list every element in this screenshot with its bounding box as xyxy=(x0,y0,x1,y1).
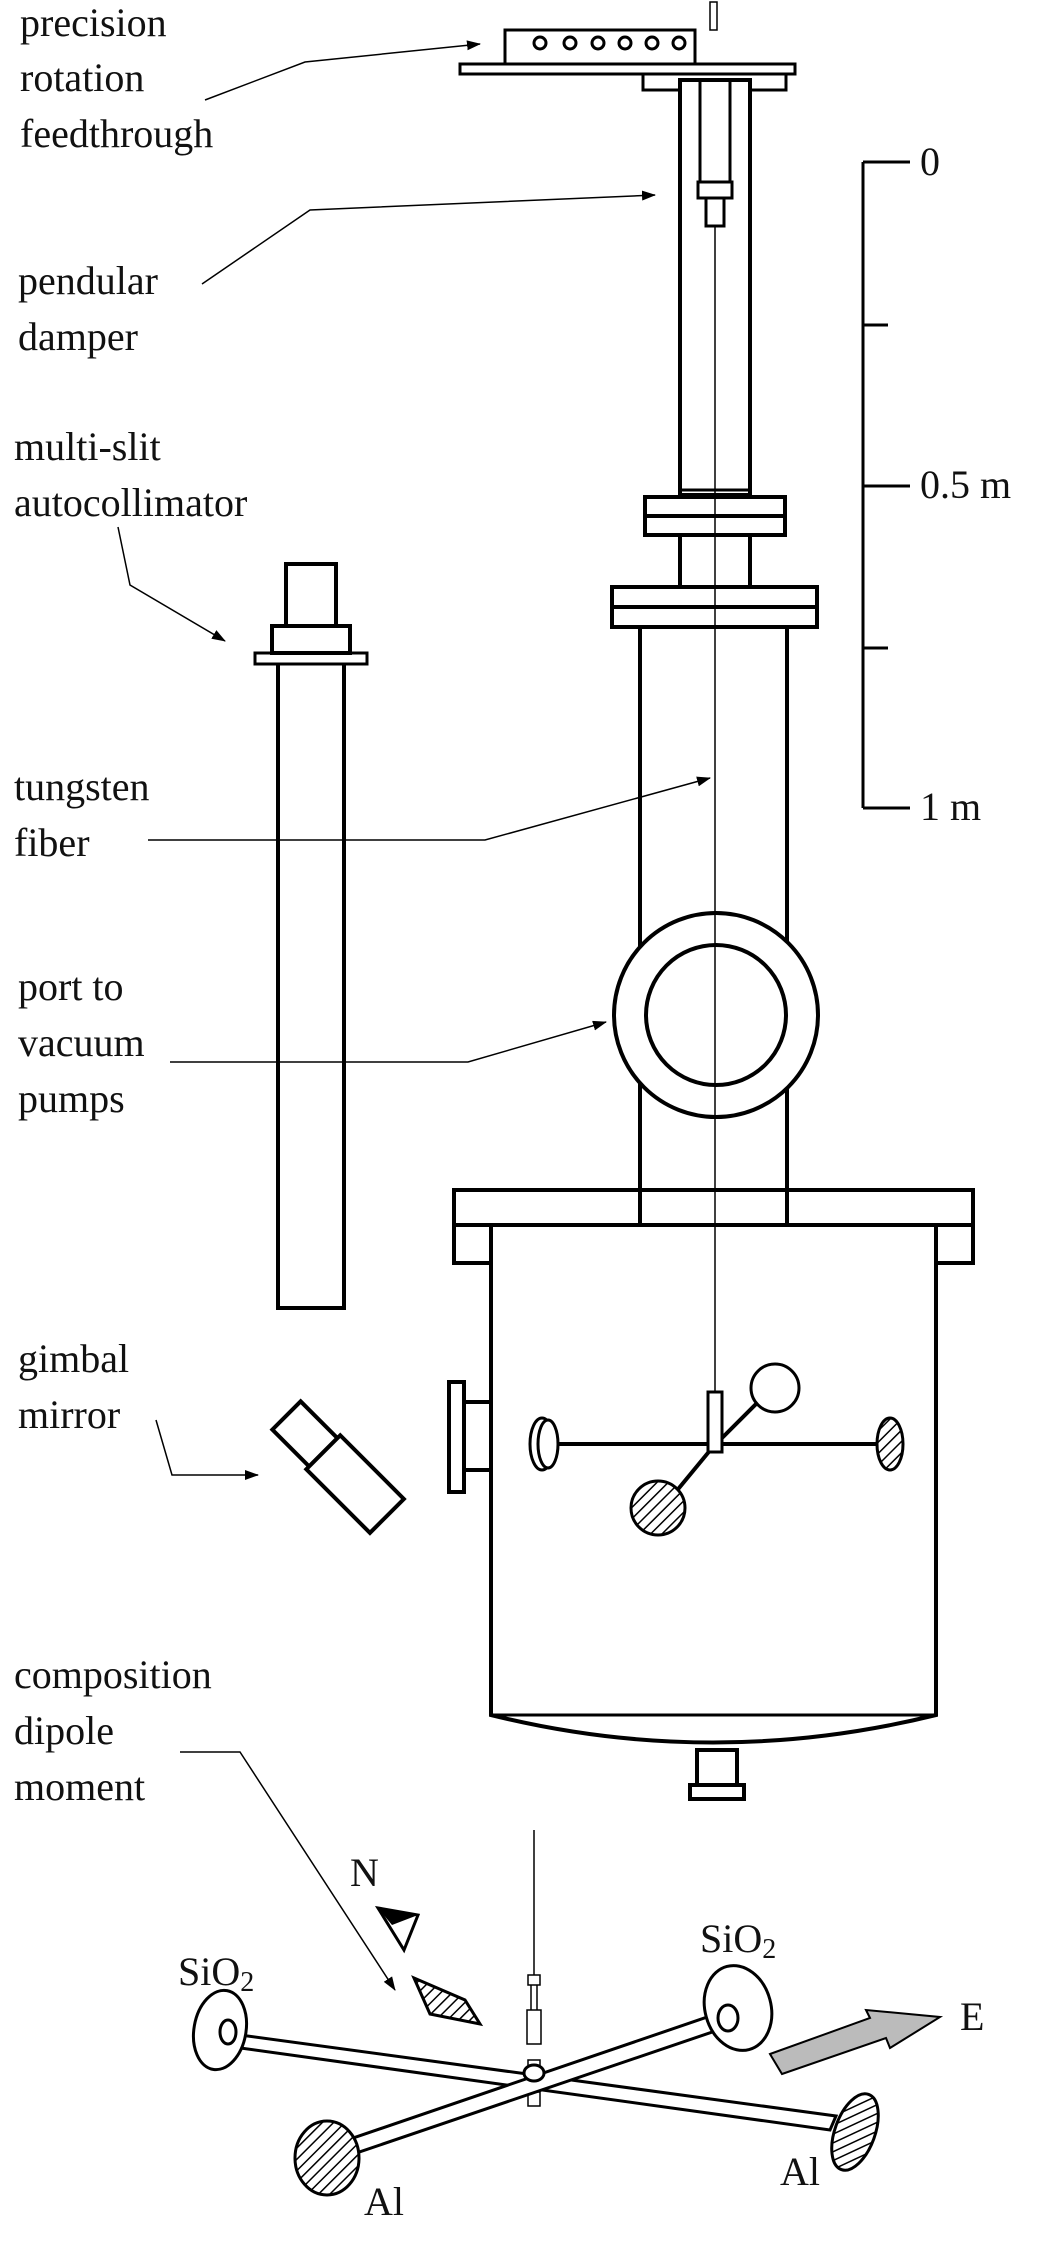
label-east: E xyxy=(960,1994,984,2039)
svg-text:tungsten: tungsten xyxy=(14,764,150,809)
scale-bar: 0 0.5 m 1 m xyxy=(861,139,1011,829)
label-north: N xyxy=(350,1850,379,1895)
svg-text:precision: precision xyxy=(20,0,167,45)
svg-text:composition: composition xyxy=(14,1652,212,1697)
label-sio2-left: SiO2 xyxy=(178,1949,254,1998)
svg-text:moment: moment xyxy=(14,1764,145,1809)
svg-text:pumps: pumps xyxy=(18,1076,125,1121)
rotation-feedthrough xyxy=(458,1,797,92)
feedthrough-holes xyxy=(532,35,687,51)
svg-text:fiber: fiber xyxy=(14,820,90,865)
svg-text:multi-slit: multi-slit xyxy=(14,424,161,469)
label-autocollimator: multi-slit autocollimator xyxy=(14,424,247,525)
scale-label-bottom: 1 m xyxy=(920,784,981,829)
main-column xyxy=(638,627,789,1223)
label-vacuum-port: port to vacuum pumps xyxy=(18,964,145,1121)
label-al-left: Al xyxy=(364,2179,404,2224)
svg-text:dipole: dipole xyxy=(14,1708,114,1753)
scale-label-top: 0 xyxy=(920,139,940,184)
label-rotation-feedthrough: precision rotation feedthrough xyxy=(20,0,213,156)
label-dipole: composition dipole moment xyxy=(14,1652,212,1809)
svg-text:rotation: rotation xyxy=(20,55,144,100)
leader-lines xyxy=(117,40,711,1991)
svg-text:vacuum: vacuum xyxy=(18,1020,145,1065)
label-al-right: Al xyxy=(780,2149,820,2194)
svg-text:port to: port to xyxy=(18,964,124,1009)
scale-label-middle: 0.5 m xyxy=(920,462,1011,507)
pendular-damper xyxy=(696,80,734,228)
perspective-pendulum xyxy=(191,1830,944,2197)
svg-text:pendular: pendular xyxy=(18,258,158,303)
svg-text:mirror: mirror xyxy=(18,1392,120,1437)
label-gimbal-mirror: gimbal mirror xyxy=(18,1336,129,1437)
svg-text:autocollimator: autocollimator xyxy=(14,480,247,525)
svg-text:gimbal: gimbal xyxy=(18,1336,129,1381)
svg-text:feedthrough: feedthrough xyxy=(20,111,213,156)
chamber-pendulum xyxy=(528,1362,905,1537)
vacuum-chamber xyxy=(447,1188,975,1801)
label-sio2-right: SiO2 xyxy=(700,1916,776,1965)
label-pendular-damper: pendular damper xyxy=(18,258,158,359)
svg-text:damper: damper xyxy=(18,314,138,359)
vacuum-port xyxy=(612,911,820,1119)
label-tungsten-fiber: tungsten fiber xyxy=(14,764,150,865)
autocollimator xyxy=(253,562,369,1310)
gimbal-mirror xyxy=(269,1398,407,1536)
